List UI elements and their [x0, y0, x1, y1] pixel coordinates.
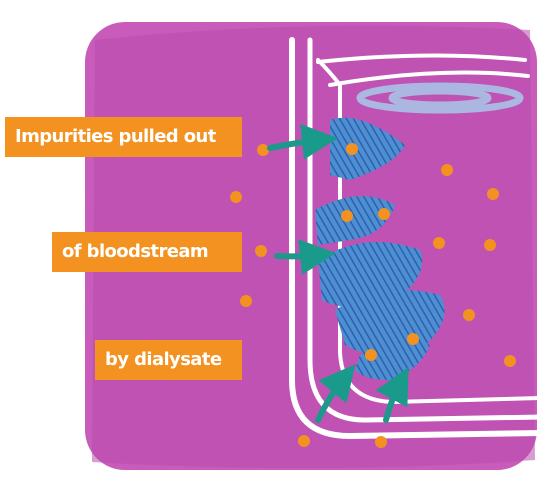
label-dialysate: by dialysate [95, 340, 242, 380]
label-bloodstream: of bloodstream [52, 232, 242, 272]
arrow-middle [277, 255, 318, 256]
label-impurities: Impurities pulled out [5, 117, 242, 157]
